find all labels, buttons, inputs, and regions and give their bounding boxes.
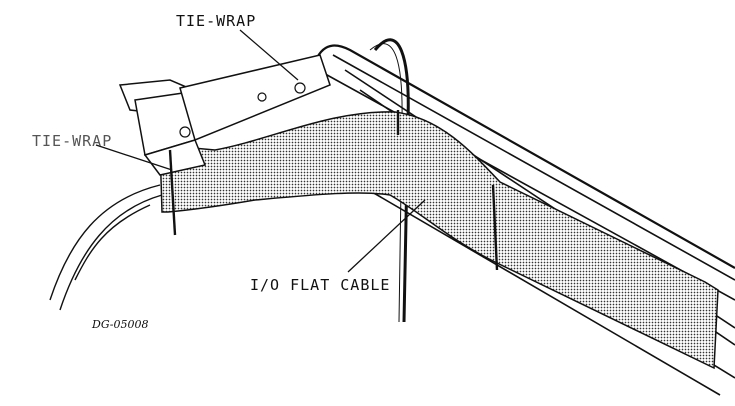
leader-lines — [95, 29, 426, 273]
tie-wrap-label-left: TIE-WRAP — [32, 132, 113, 150]
tie-wrap-label-top: TIE-WRAP — [176, 12, 257, 30]
vertical-tube — [373, 38, 410, 323]
flat-cable-label: I/O FLAT CABLE — [250, 276, 391, 294]
tie-wrap-bands — [168, 110, 499, 271]
screw-heads — [179, 82, 306, 138]
round-cables — [49, 184, 163, 311]
connector-bracket — [118, 54, 331, 176]
drawing-number: DG-05008 — [92, 318, 149, 331]
flat-cable — [159, 111, 719, 370]
